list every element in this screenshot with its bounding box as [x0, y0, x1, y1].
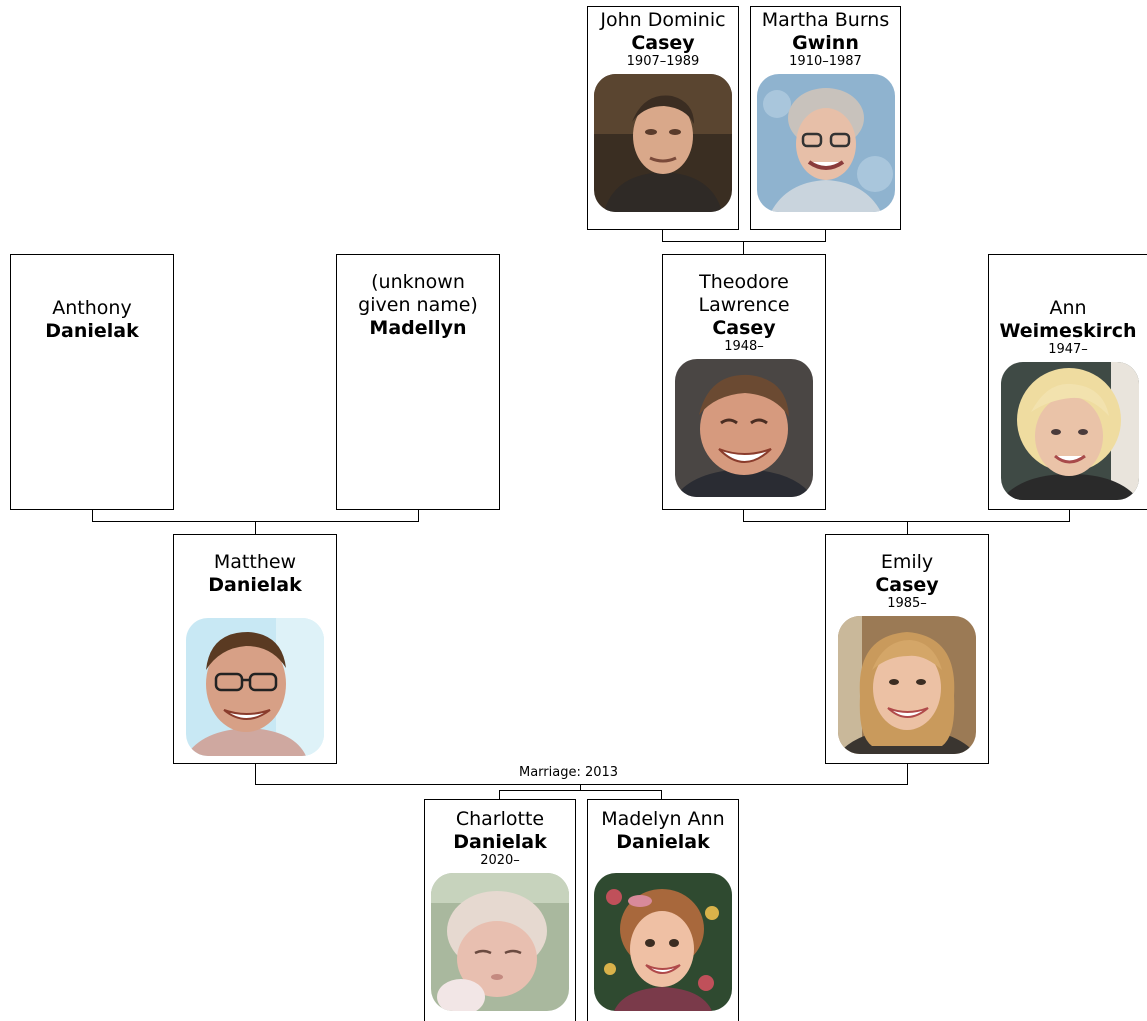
portrait-photo: [594, 74, 732, 212]
life-dates: 1910–1987: [789, 54, 862, 69]
smiling-man-portrait-icon: [675, 359, 813, 497]
marriage-label: Marriage: 2013: [517, 765, 621, 781]
connector-line: [499, 790, 500, 799]
connector-line: [907, 764, 908, 784]
portrait-photo: [431, 873, 569, 1011]
surname: Gwinn: [792, 32, 859, 54]
connector-line: [662, 241, 826, 242]
connector-line: [255, 764, 256, 784]
given-name: Emily: [880, 551, 934, 573]
connector-line: [418, 509, 419, 521]
life-dates: 2020–: [480, 853, 520, 868]
portrait-photo: [186, 618, 324, 756]
newborn-baby-portrait-icon: [431, 873, 569, 1011]
man-with-glasses-portrait-icon: [186, 618, 324, 756]
given-name: Madelyn Ann: [601, 808, 725, 830]
life-dates: 1907–1989: [626, 54, 700, 69]
person-card-martha-gwinn[interactable]: Martha Burns Gwinn 1910–1987: [750, 6, 901, 230]
given-name: Theodore Lawrence: [698, 271, 790, 316]
connector-line: [255, 521, 256, 535]
life-dates: 1947–: [1048, 342, 1088, 357]
portrait-photo: [675, 359, 813, 497]
toddler-girl-portrait-icon: [594, 873, 732, 1011]
given-name: (unknown given name): [358, 271, 478, 316]
connector-line: [661, 790, 662, 799]
given-name: Matthew: [213, 551, 297, 573]
person-card-ann-weimeskirch[interactable]: Ann Weimeskirch 1947–: [988, 254, 1147, 510]
surname: Casey: [875, 574, 939, 596]
life-dates: 1948–: [724, 339, 764, 354]
connector-line: [743, 241, 744, 254]
surname: Madellyn: [369, 317, 467, 339]
person-card-theodore-casey[interactable]: Theodore Lawrence Casey 1948–: [662, 254, 826, 510]
surname: Danielak: [453, 831, 547, 853]
connector-line: [907, 521, 908, 535]
given-name: Ann: [1049, 297, 1087, 319]
connector-line: [499, 790, 662, 791]
connector-line: [255, 784, 908, 785]
surname: Casey: [631, 32, 695, 54]
person-card-matthew-danielak[interactable]: Matthew Danielak: [173, 534, 337, 764]
portrait-photo: [1001, 362, 1139, 500]
connector-line: [1069, 509, 1070, 521]
surname: Danielak: [45, 320, 139, 342]
life-dates: 1985–: [887, 596, 927, 611]
person-card-anthony-danielak[interactable]: Anthony Danielak: [10, 254, 174, 510]
given-name: John Dominic: [600, 9, 726, 31]
older-man-portrait-icon: [594, 74, 732, 212]
person-card-unknown-madellyn[interactable]: (unknown given name) Madellyn: [336, 254, 500, 510]
older-woman-portrait-icon: [756, 74, 895, 212]
surname: Casey: [712, 317, 776, 339]
surname: Danielak: [616, 831, 710, 853]
given-name: Charlotte: [455, 808, 545, 830]
person-card-madelyn-danielak[interactable]: Madelyn Ann Danielak: [587, 799, 739, 1021]
connector-line: [825, 229, 826, 241]
given-name: Martha Burns: [761, 9, 890, 31]
portrait-photo: [756, 74, 895, 212]
connector-line: [743, 509, 744, 521]
blonde-woman-portrait-icon: [1001, 362, 1139, 500]
person-card-emily-casey[interactable]: Emily Casey 1985–: [825, 534, 989, 764]
connector-line: [92, 509, 93, 521]
connector-line: [743, 521, 1070, 522]
portrait-photo: [838, 616, 976, 754]
person-card-john-casey[interactable]: John Dominic Casey 1907–1989: [587, 6, 739, 230]
connector-line: [580, 784, 581, 790]
given-name: Anthony: [52, 297, 132, 319]
portrait-photo: [594, 873, 732, 1011]
surname: Weimeskirch: [999, 320, 1137, 342]
young-woman-portrait-icon: [838, 616, 976, 754]
surname: Danielak: [208, 574, 302, 596]
connector-line: [662, 229, 663, 241]
person-card-charlotte-danielak[interactable]: Charlotte Danielak 2020–: [424, 799, 576, 1021]
